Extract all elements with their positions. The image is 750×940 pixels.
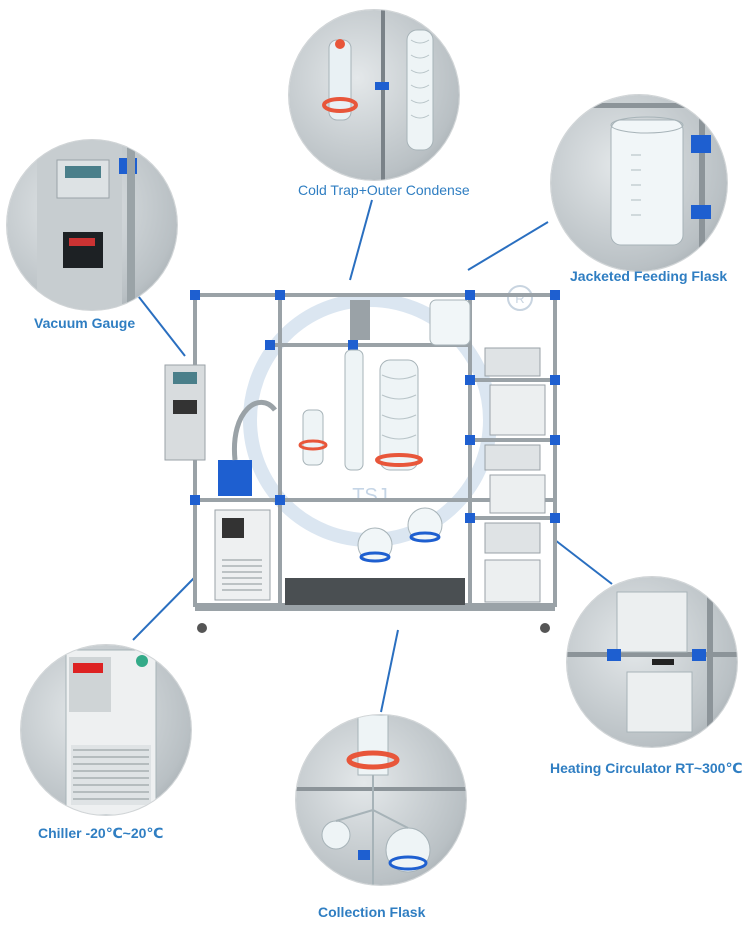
vacuum-gauge-detail-photo [7, 140, 177, 310]
vacuum-gauge-label: Vacuum Gauge [34, 315, 136, 331]
cold-trap-glassware-icon [322, 10, 434, 180]
registered-mark-text: R [515, 291, 524, 306]
jacketed-flask-detail-photo [551, 95, 727, 271]
collection-flask-label: Collection Flask [318, 904, 426, 920]
leader-heating-circulator [554, 539, 613, 585]
heating-circulator-icon [567, 577, 737, 747]
jacketed-flask-icon [591, 95, 711, 271]
leader-cold-trap [349, 199, 373, 281]
cold-trap-label: Cold Trap+Outer Condense [298, 182, 470, 198]
vacuum-gauge-panel-icon [37, 140, 137, 310]
chiller-detail-photo [21, 645, 191, 815]
leader-chiller [132, 576, 196, 641]
leader-vacuum-gauge [134, 291, 186, 357]
chiller-label: Chiller -20℃~20℃ [38, 825, 164, 841]
heating-circulator-label: Heating Circulator RT~300℃ [550, 760, 743, 776]
leader-jacketed-flask [467, 221, 549, 271]
jacketed-flask-label: Jacketed Feeding Flask [570, 268, 728, 284]
registered-mark-icon [507, 285, 533, 311]
collection-flask-detail-photo [296, 715, 466, 885]
cold-trap-detail-photo [289, 10, 459, 180]
distillation-machine-illustration: TSJ R [164, 285, 560, 633]
leader-collection-flask [380, 629, 399, 713]
watermark-brand: TSJ [352, 485, 388, 507]
collection-flask-icon [296, 715, 466, 885]
heating-circulator-detail-photo [567, 577, 737, 747]
chiller-icon [65, 649, 157, 815]
